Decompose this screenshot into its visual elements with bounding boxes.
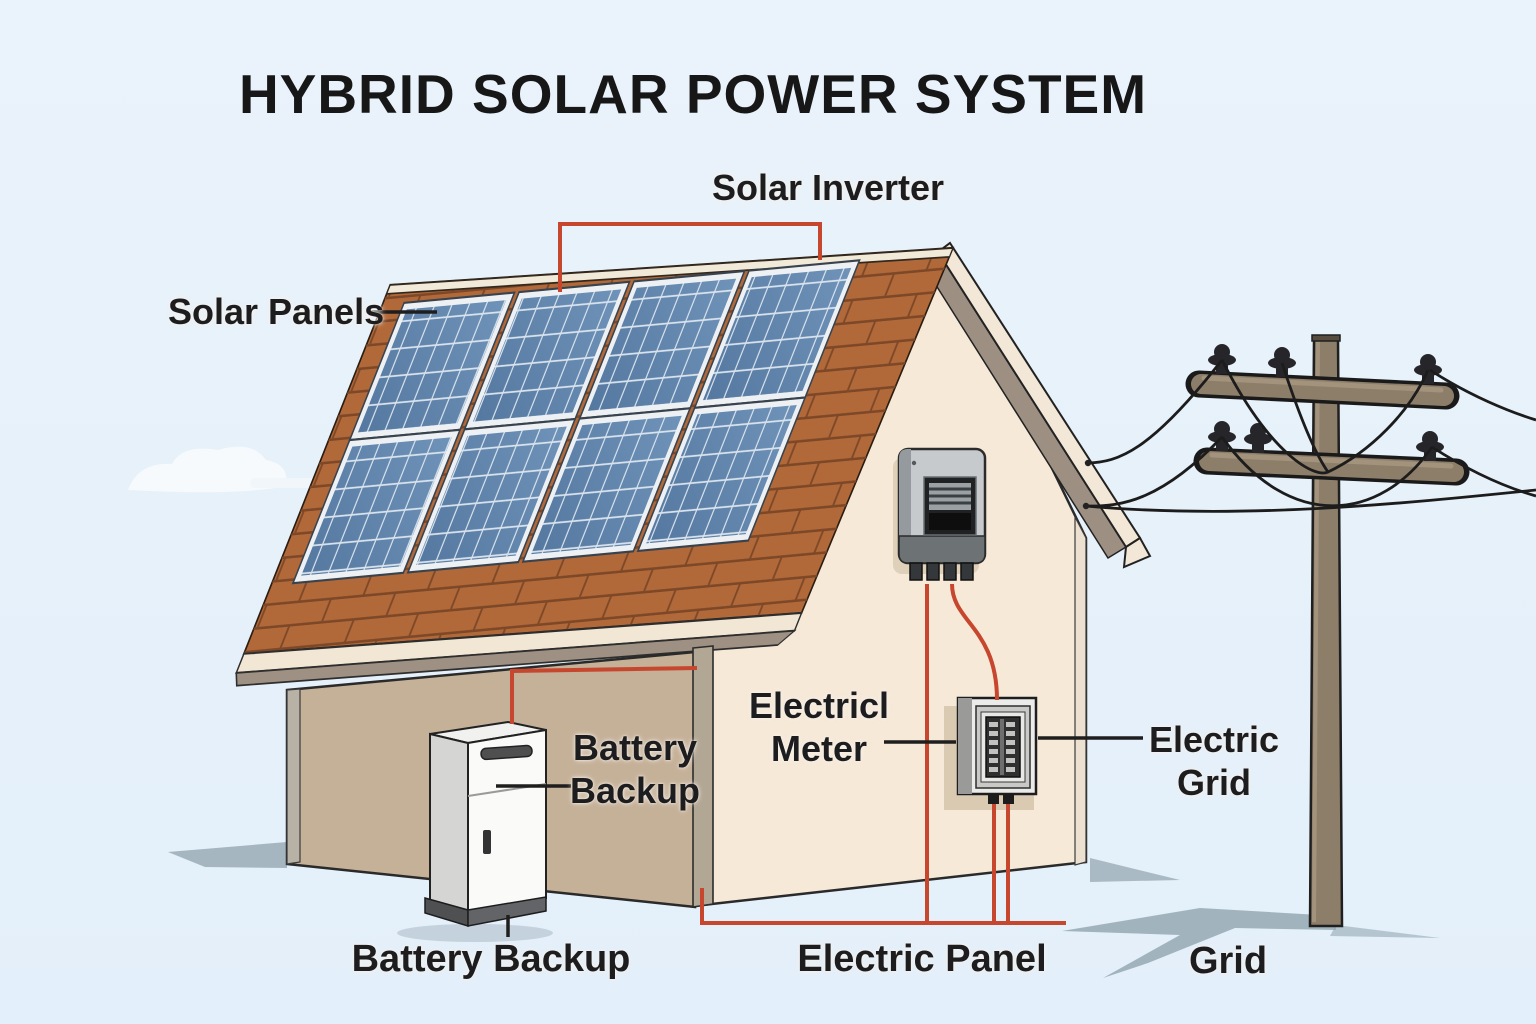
battery-wire: [510, 666, 698, 724]
solar-panel: [521, 407, 692, 563]
label-solar-inverter: Solar Inverter: [711, 167, 945, 208]
insulator: [1268, 347, 1296, 377]
label-battery-backup-wall: Battery Backup: [570, 726, 700, 812]
red-wiring: [510, 222, 1066, 925]
utility-pole: [1082, 334, 1536, 928]
label-grid: Grid: [1188, 940, 1268, 982]
left-roof: [235, 246, 955, 687]
diagram-title: HYBRID SOLAR POWER SYSTEM: [238, 63, 1148, 125]
gable-corner-trim: [1074, 516, 1087, 866]
solar-panel-array: [291, 259, 861, 585]
label-battery-backup-bottom: Battery Backup: [351, 938, 631, 980]
solar-panel: [348, 291, 516, 442]
battery-base-front: [467, 896, 547, 927]
solar-panel: [291, 428, 462, 585]
label-battery-backup-wall-line2: Backup: [569, 770, 701, 811]
label-electric-panel: Electric Panel: [797, 938, 1047, 980]
inverter-connectors: [909, 562, 974, 581]
inverter-bottom-band: [898, 535, 986, 564]
roof-soffit-left: [235, 629, 797, 687]
insulator: [1208, 344, 1236, 374]
wire-anchor: [1082, 502, 1090, 510]
inverter-to-panel-wire: [950, 583, 999, 701]
label-battery-backup-wall-line1: Battery: [572, 727, 698, 768]
insulator: [1414, 354, 1442, 384]
ground-shadows: [168, 842, 1440, 978]
battery-handle: [480, 744, 533, 761]
electric-panel-box: [944, 696, 1038, 810]
battery-backup-unit: [424, 720, 547, 928]
roof-fascia-tip: [1122, 536, 1152, 569]
roof-ridge-edge: [385, 247, 954, 295]
house-left-shadow: [168, 842, 287, 868]
breaker-switches: [989, 722, 1015, 772]
label-electric-grid: Electric Grid: [1149, 718, 1279, 804]
solar-panel: [463, 280, 631, 431]
panel-box-side: [958, 698, 972, 794]
pole-cap: [1311, 334, 1341, 342]
solar-panel: [406, 417, 577, 574]
label-electric-grid-line1: Electric: [1148, 719, 1280, 760]
pole-shadow-streak: [1330, 925, 1440, 938]
crossarm-upper: [1185, 370, 1460, 410]
label-electric-grid-line2: Grid: [1176, 762, 1252, 803]
label-electric-meter-line2: Meter: [770, 728, 868, 769]
battery-shadow: [397, 924, 553, 942]
solar-inverter-unit: [893, 447, 987, 581]
insulator: [1244, 423, 1272, 453]
side-wall-left-trim: [286, 688, 301, 865]
insulator: [1416, 431, 1444, 461]
inverter-side-shade: [899, 449, 911, 563]
label-electric-meter-line1: Electricl: [748, 685, 890, 726]
label-electric-meter: Electricl Meter: [749, 684, 889, 770]
pole-shadow: [1062, 908, 1336, 978]
pointer-lines: [371, 310, 1143, 937]
inverter-screw: [911, 460, 917, 466]
label-solar-panels: Solar Panels: [168, 291, 385, 332]
solar-panel: [636, 396, 807, 553]
battery-slot: [483, 830, 491, 854]
power-lines: [1085, 359, 1536, 513]
wire-anchor: [1084, 459, 1092, 467]
house-right-shadow: [1090, 858, 1180, 882]
inverter-bracket-wire: [558, 222, 822, 292]
battery-side: [429, 732, 469, 914]
house-corner-post: [692, 645, 714, 908]
